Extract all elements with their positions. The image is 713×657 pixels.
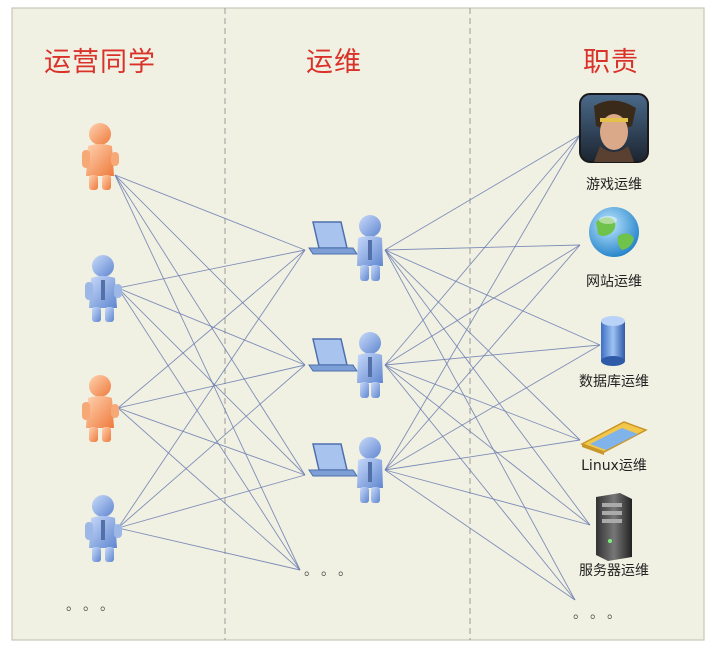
laptop-icon <box>312 221 348 249</box>
link-ops-2-devops-1 <box>117 249 306 289</box>
game-avatar-icon <box>579 93 649 163</box>
link-devops-1-duty-6 <box>384 249 576 601</box>
link-ops-3-devops-3 <box>117 407 306 476</box>
devops-engineer-3 <box>308 437 383 503</box>
link-ops-2-devops-3 <box>117 287 306 476</box>
link-ops-3-devops-1 <box>117 249 306 409</box>
link-ops-4-devops-1 <box>117 249 306 529</box>
ops-staff-ellipsis: 。。。 <box>66 598 124 614</box>
devops-ellipsis: 。。。 <box>304 563 362 579</box>
link-ops-2-devops-4 <box>117 287 301 571</box>
server-icon <box>596 493 632 561</box>
link-ops-3-devops-4 <box>117 407 301 571</box>
link-devops-3-duty-6 <box>384 469 576 601</box>
ops-staff-person-orange-1 <box>82 123 119 190</box>
link-devops-3-duty-1 <box>384 134 581 471</box>
link-ops-1-devops-1 <box>114 174 306 251</box>
link-ops-1-devops-4 <box>114 174 301 571</box>
laptop-icon <box>312 443 348 471</box>
duty-label-database: 数据库运维 <box>579 374 649 390</box>
link-devops-1-duty-1 <box>384 134 581 251</box>
link-devops-2-duty-2 <box>384 244 581 366</box>
duty-label-server: 服务器运维 <box>579 563 649 579</box>
link-devops-3-duty-5 <box>384 469 591 526</box>
link-devops-3-duty-3 <box>384 344 601 471</box>
link-devops-2-duty-6 <box>384 364 576 601</box>
link-ops-3-devops-2 <box>117 364 306 409</box>
ops-staff-column-title: 运营同学 <box>44 47 156 78</box>
devops-engineer-1 <box>308 215 383 281</box>
linux-panel-icon <box>580 421 648 455</box>
link-ops-1-devops-2 <box>114 174 306 366</box>
link-ops-1-devops-3 <box>114 174 306 476</box>
ops-staff-person-blue-2 <box>85 495 122 562</box>
globe-icon <box>589 207 639 257</box>
devops-engineer-2 <box>308 332 383 398</box>
link-devops-2-duty-5 <box>384 364 591 526</box>
link-ops-4-devops-4 <box>117 527 301 571</box>
database-icon <box>601 316 625 366</box>
link-ops-4-devops-2 <box>117 364 306 529</box>
connection-lines <box>114 134 601 601</box>
duties-ellipsis: 。。。 <box>573 606 631 622</box>
link-devops-2-duty-1 <box>384 134 581 366</box>
duty-label-website: 网站运维 <box>586 274 642 290</box>
devops-column-title: 运维 <box>306 47 362 78</box>
ops-staff-person-orange-2 <box>82 375 119 442</box>
duty-label-linux: Linux运维 <box>581 458 647 474</box>
laptop-icon <box>312 338 348 366</box>
link-devops-1-duty-5 <box>384 249 591 526</box>
link-devops-2-duty-3 <box>384 344 601 366</box>
link-ops-4-devops-3 <box>117 474 306 529</box>
link-devops-1-duty-3 <box>384 249 601 346</box>
link-devops-1-duty-2 <box>384 244 581 251</box>
link-devops-3-duty-4 <box>384 439 581 471</box>
duties-column-title: 职责 <box>583 47 639 78</box>
link-devops-2-duty-4 <box>384 364 581 441</box>
link-devops-1-duty-4 <box>384 249 581 441</box>
duty-label-game: 游戏运维 <box>586 177 642 193</box>
link-ops-2-devops-2 <box>117 287 306 366</box>
link-devops-3-duty-2 <box>384 244 581 471</box>
ops-staff-person-blue-1 <box>85 255 122 322</box>
